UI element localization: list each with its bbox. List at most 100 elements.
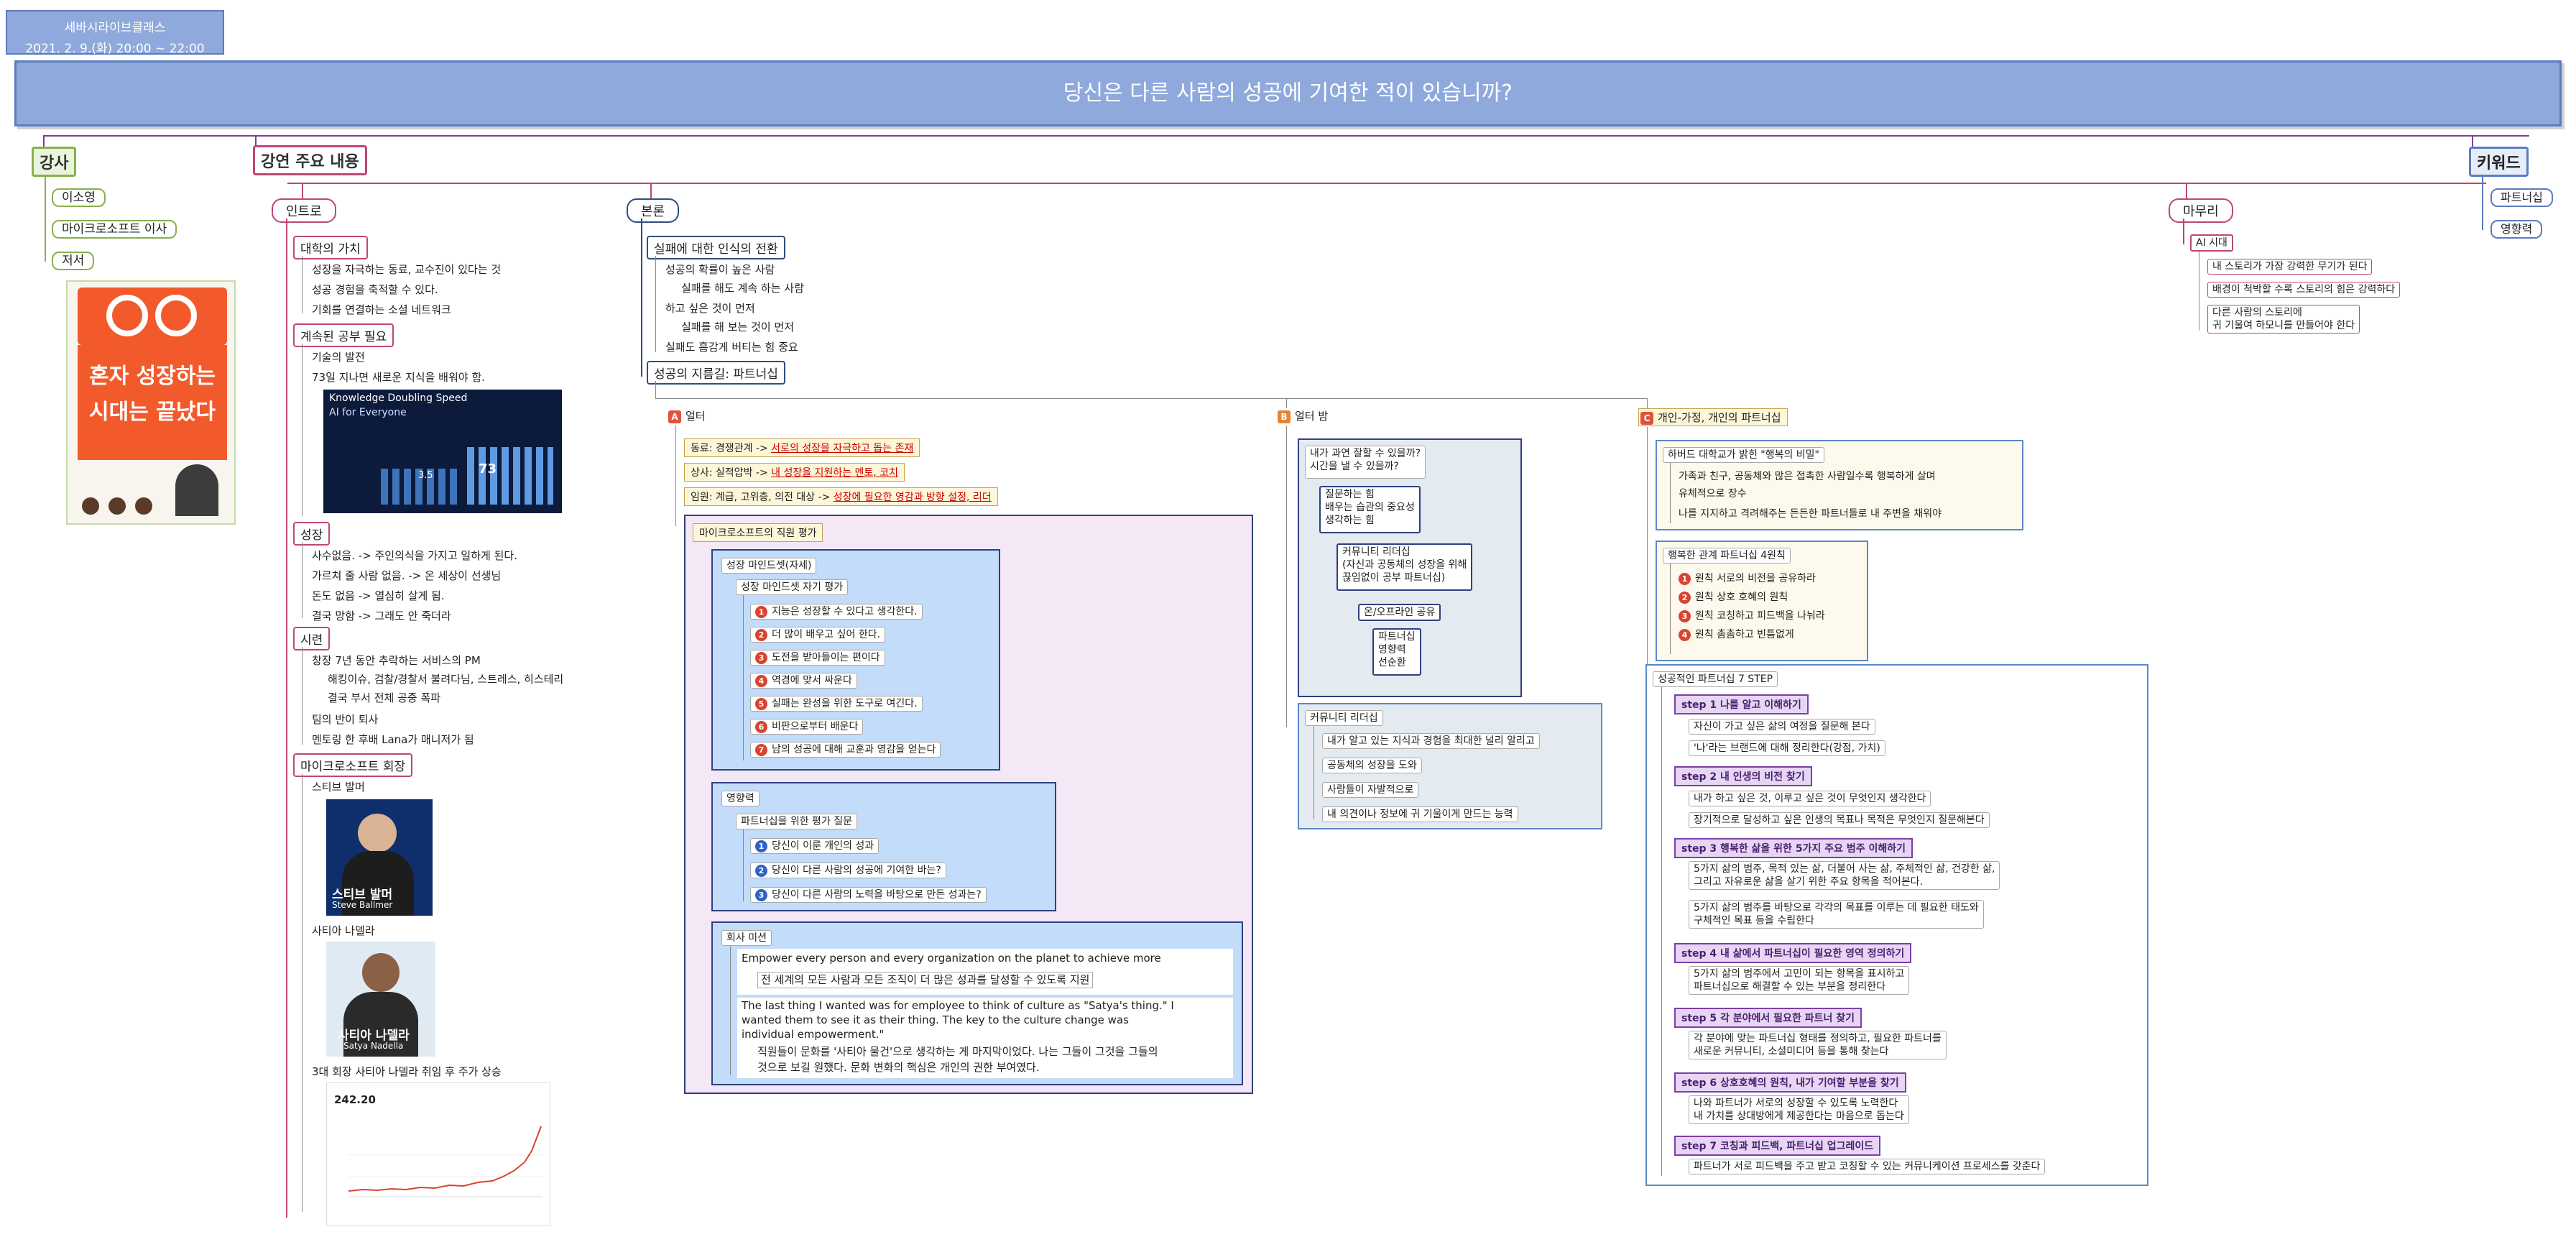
alter-row-emph: 내 성장을 지원하는 멘토, 코치 bbox=[771, 467, 898, 479]
alter-row-emph: 성장에 필요한 영감과 방향 설정, 리더 bbox=[834, 492, 992, 503]
intro-section-title[interactable]: 대학의 가치 bbox=[293, 236, 368, 259]
intro-section-title[interactable]: 시련 bbox=[293, 627, 330, 650]
shortcut-title[interactable]: 성공의 지름길: 파트너십 bbox=[647, 361, 785, 385]
step-item: 5가지 삶의 범주를 바탕으로 각각의 목표를 이루는 데 필요한 태도와구체적… bbox=[1689, 900, 1984, 929]
mission-ko-text: 직원들이 문화를 '사티아 물건'으로 생각하는 게 마지막이었다. 나는 그들… bbox=[757, 1045, 1158, 1059]
section-item: 결국 부서 전체 공중 폭파 bbox=[328, 691, 440, 705]
step-title[interactable]: step 1 나를 알고 이해하기 bbox=[1674, 694, 1809, 714]
image-value: 3.5 bbox=[418, 470, 433, 481]
alter-row: 동료: 경쟁관계 -> 서로의 성장을 자극하고 돕는 존재 bbox=[684, 438, 920, 457]
community-leader-title[interactable]: 커뮤니티 리더십 bbox=[1305, 710, 1383, 726]
leader-item: 내 의견이나 정보에 귀 기울이게 만드는 능력 bbox=[1322, 806, 1518, 822]
step-title[interactable]: step 5 각 분야에서 필요한 파트너 찾기 bbox=[1674, 1008, 1862, 1028]
mindset-sub: 성장 마인드셋 자기 평가 bbox=[736, 579, 848, 595]
step-item-line: 각 분야에 맞는 파트너십 형태를 정의하고, 필요한 파트너를 bbox=[1694, 1032, 1942, 1045]
community-line: 커뮤니티 리더십 bbox=[1342, 546, 1467, 558]
word-line: 선순환 bbox=[1378, 656, 1416, 669]
connector bbox=[650, 183, 652, 200]
event-date: 2021. 2. 9.(화) 20:00 ~ 22:00 bbox=[7, 38, 223, 56]
ai-era[interactable]: AI 시대 bbox=[2190, 234, 2233, 252]
step-title[interactable]: step 6 상호호혜의 원칙, 내가 기여할 부분을 찾기 bbox=[1674, 1072, 1906, 1093]
question-item: 내가 과연 잘할 수 있을까? 시간을 낼 수 있을까? bbox=[1305, 446, 1426, 479]
rule-text: 원칙 상호 호혜의 원칙 bbox=[1695, 592, 1788, 603]
community-item: 커뮤니티 리더십 (자신과 공동체의 성장을 위해 끊임없이 공부 파트너십) bbox=[1337, 543, 1472, 591]
page-title: 당신은 다른 사람의 성공에 기여한 적이 있습니까? bbox=[17, 63, 2559, 124]
step-item-line: 나와 파트너가 서로의 성장할 수 있도록 노력한다 bbox=[1694, 1097, 1904, 1110]
steps-title[interactable]: 성공적인 파트너십 7 STEP bbox=[1653, 671, 1778, 687]
section-item: 멘토링 한 후배 Lana가 매니저가 됨 bbox=[312, 733, 474, 747]
step-title[interactable]: step 2 내 인생의 비전 찾기 bbox=[1674, 766, 1812, 786]
influence-item-text: 당신이 다른 사람의 성공에 기여한 바는? bbox=[772, 865, 941, 876]
keyword-item[interactable]: 파트너십 bbox=[2490, 188, 2553, 207]
rule-item: 4원칙 촘촘하고 빈틈없게 bbox=[1679, 628, 1794, 642]
speaker-label[interactable]: 강사 bbox=[32, 147, 76, 177]
influence-title[interactable]: 영향력 bbox=[721, 791, 760, 806]
mindset-item-text: 역경에 맞서 싸운다 bbox=[772, 675, 852, 686]
section-item: 성공 경험을 축적할 수 있다. bbox=[312, 283, 438, 297]
shift-item: 실패를 해 보는 것이 먼저 bbox=[681, 321, 794, 334]
nadella-photo: 사티아 나델라 Satya Nadella bbox=[326, 942, 435, 1057]
intro-label[interactable]: 인트로 bbox=[272, 198, 336, 223]
branch-connector bbox=[655, 398, 1647, 399]
book-label[interactable]: 저서 bbox=[52, 252, 94, 270]
rules-tree bbox=[1670, 564, 1671, 654]
step-item: 5가지 삶의 범주, 목적 있는 삶, 더불어 사는 삶, 주체적인 삶, 건강… bbox=[1689, 861, 2000, 890]
mindset-item: 2 더 많이 배우고 싶어 한다. bbox=[750, 627, 885, 643]
number-badge-2: 2 bbox=[755, 629, 767, 641]
number-badge-5: 5 bbox=[755, 698, 767, 710]
mission-en-2: The last thing I wanted was for employee… bbox=[737, 998, 1233, 1078]
mission-ko-text: 것으로 보길 원했다. 문화 변화의 핵심은 개인의 권한 부여였다. bbox=[757, 1061, 1040, 1075]
personal-label: 개인-가정, 개인의 파트너십 bbox=[1658, 411, 1781, 424]
community-line: (자신과 공동체의 성장을 위해 bbox=[1342, 558, 1467, 571]
intro-section-title[interactable]: 마이크로소프트 회장 bbox=[293, 753, 412, 777]
shift-title[interactable]: 실패에 대한 인식의 전환 bbox=[647, 236, 785, 259]
section-tree bbox=[302, 344, 303, 516]
speaker-name[interactable]: 이소영 bbox=[52, 188, 106, 207]
intro-section-title[interactable]: 계속된 공부 필요 bbox=[293, 323, 394, 347]
stock-chart-image: 242.20 bbox=[326, 1082, 550, 1226]
mindset-title[interactable]: 성장 마인드셋(자세) bbox=[721, 558, 816, 574]
mission-en-1: Empower every person and every organizat… bbox=[737, 949, 1233, 995]
closing-line: 다른 사람의 스토리에 bbox=[2212, 306, 2355, 319]
tag-b: B bbox=[1278, 410, 1291, 423]
book-badge-icon bbox=[82, 497, 99, 515]
keyword-item[interactable]: 영향력 bbox=[2490, 220, 2542, 239]
step-item-line: 구체적인 목표 등을 수립한다 bbox=[1694, 914, 1979, 927]
mission-title[interactable]: 회사 미션 bbox=[721, 930, 772, 946]
step-title[interactable]: step 3 행복한 삶을 위한 5가지 주요 범주 이해하기 bbox=[1674, 838, 1913, 858]
section-tree bbox=[302, 542, 303, 618]
number-badge-2: 2 bbox=[755, 865, 767, 877]
section-item: 창장 7년 동안 추락하는 서비스의 PM bbox=[312, 654, 481, 668]
main-content-label[interactable]: 강연 주요 내용 bbox=[253, 145, 367, 175]
rule-text: 원칙 촘촘하고 빈틈없게 bbox=[1695, 629, 1794, 640]
step-title[interactable]: step 7 코칭과 피드백, 파트너십 업그레이드 bbox=[1674, 1136, 1880, 1156]
connector bbox=[302, 183, 303, 200]
harvard-line: 가족과 친구, 공동체와 많은 접촉한 사람일수록 행복하게 살며 bbox=[1679, 470, 1936, 484]
section-tree bbox=[302, 256, 303, 313]
closing-label[interactable]: 마무리 bbox=[2169, 198, 2233, 223]
words-item: 파트너십 영향력 선순환 bbox=[1372, 628, 1421, 676]
number-badge-4: 4 bbox=[755, 675, 767, 687]
intro-section-title[interactable]: 성장 bbox=[293, 522, 330, 546]
body-label[interactable]: 본론 bbox=[627, 198, 679, 223]
nadella-figure bbox=[362, 953, 400, 992]
keyword-label[interactable]: 키워드 bbox=[2469, 147, 2529, 177]
step-item-line: 그리고 자유로운 삶을 살기 위한 주요 항목을 적어본다. bbox=[1694, 875, 1995, 888]
event-info-box: 세바시라이브클래스 2021. 2. 9.(화) 20:00 ~ 22:00 bbox=[6, 10, 224, 55]
harvard-title[interactable]: 하버드 대학교가 밝힌 "행복의 비밀" bbox=[1663, 447, 1824, 463]
section-tree bbox=[302, 773, 303, 1212]
mindset-item-text: 지능은 성장할 수 있다고 생각한다. bbox=[772, 606, 918, 617]
step-title[interactable]: step 4 내 삶에서 파트너십이 필요한 영역 정의하기 bbox=[1674, 943, 1911, 963]
ms-eval-title[interactable]: 마이크로소프트의 직원 평가 bbox=[693, 523, 823, 542]
mindset-item-text: 더 많이 배우고 싶어 한다. bbox=[772, 629, 880, 640]
rules-title[interactable]: 행복한 관계 파트너십 4원칙 bbox=[1663, 548, 1791, 564]
section-item: 기술의 발전 bbox=[312, 351, 365, 364]
speaker-role[interactable]: 마이크로소프트 이사 bbox=[52, 220, 177, 239]
harvard-tree bbox=[1670, 463, 1671, 523]
number-badge-1: 1 bbox=[1679, 573, 1691, 585]
